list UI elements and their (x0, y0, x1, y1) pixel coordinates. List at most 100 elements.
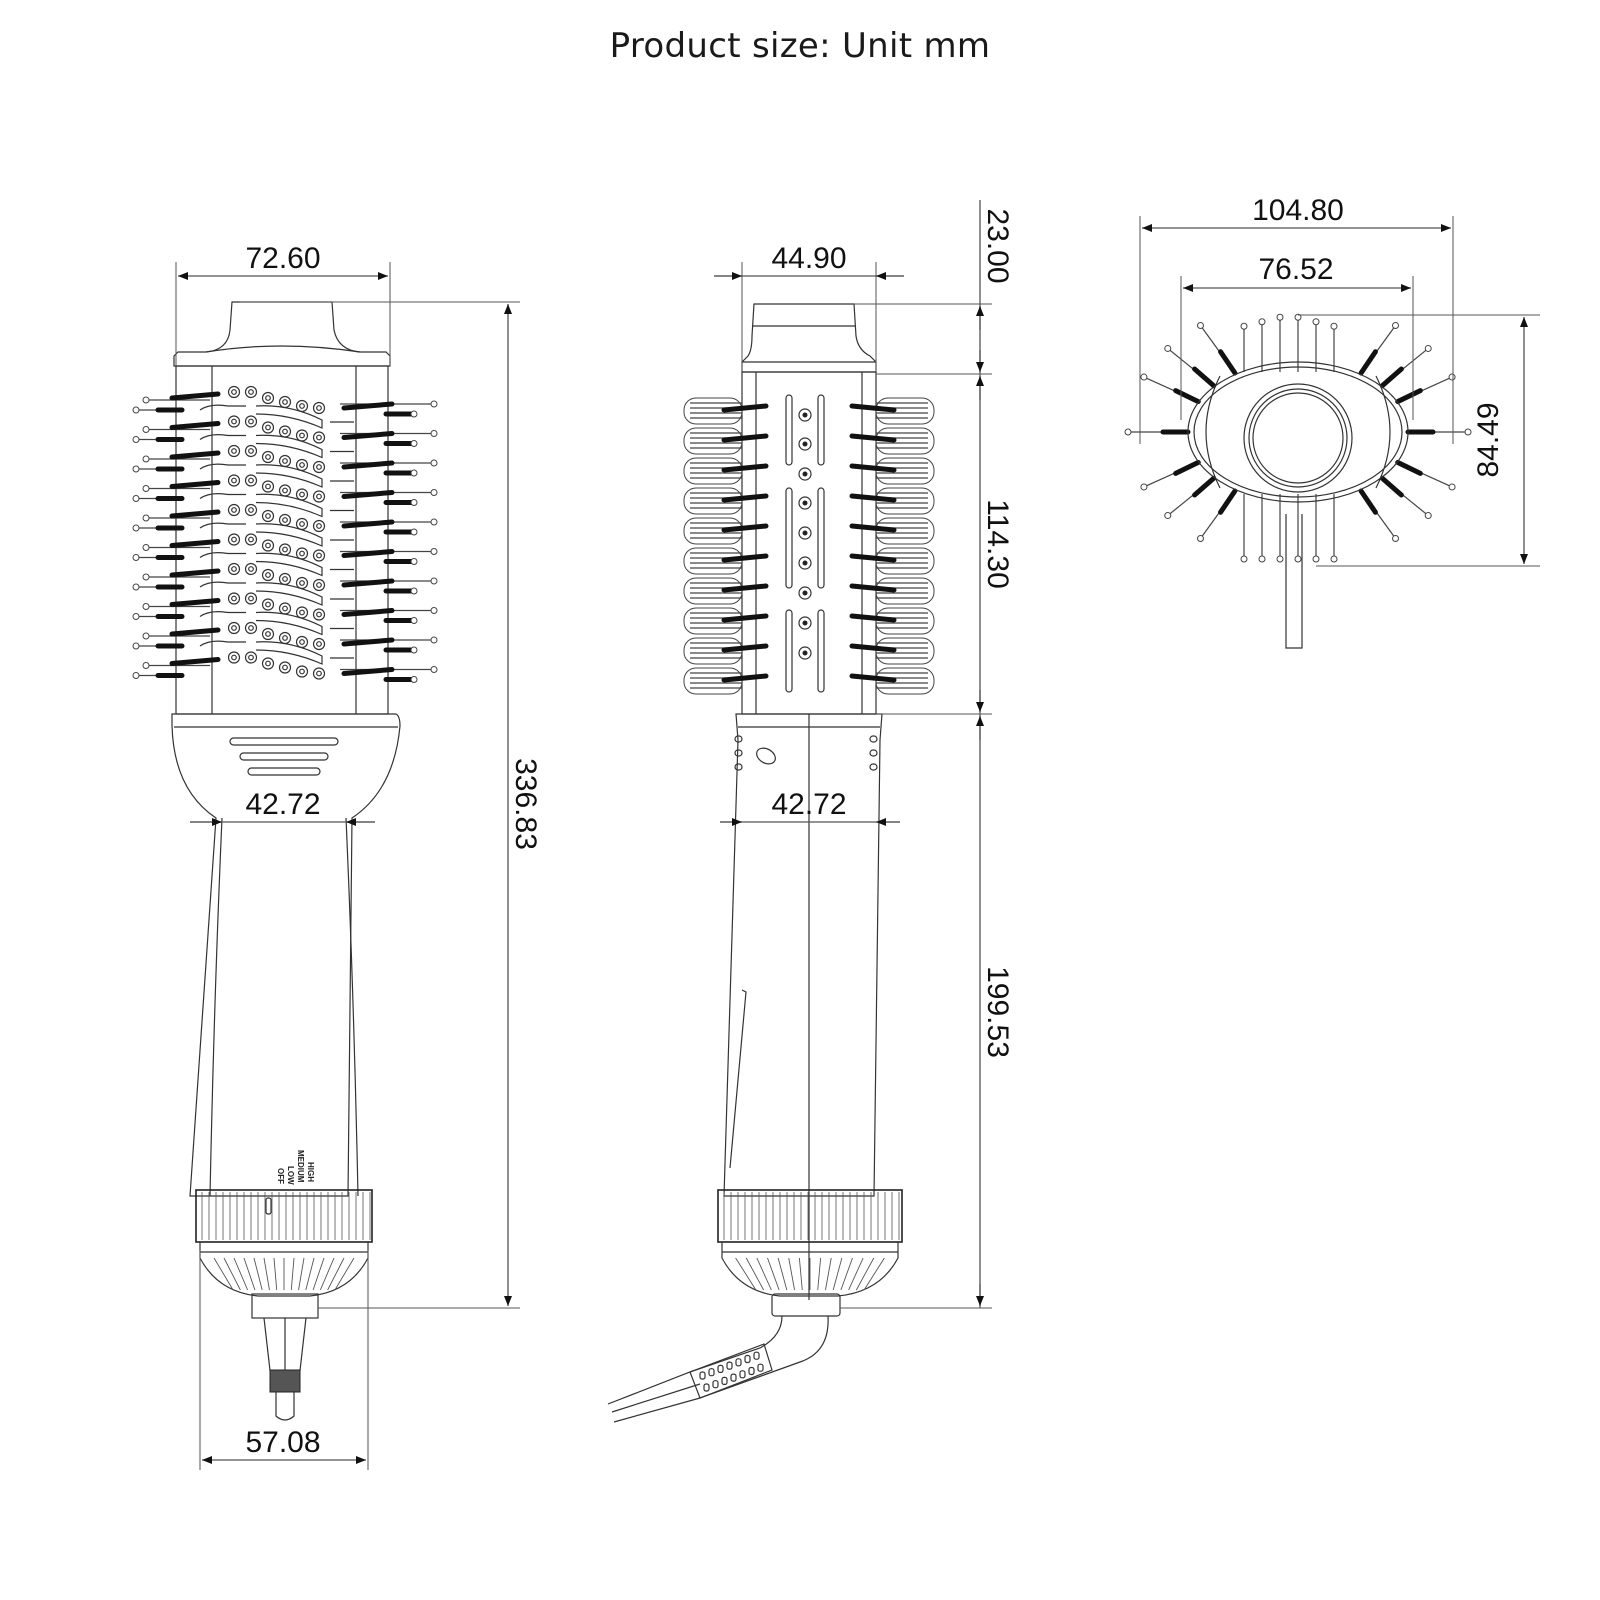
base-fin (817, 1257, 822, 1291)
vent-circle-inner (248, 595, 254, 602)
front-bristles (132, 391, 438, 683)
bristle-base (169, 539, 221, 548)
vent-circle (261, 480, 275, 493)
vent-circle (278, 395, 292, 409)
bristle-tip (142, 662, 150, 669)
bristle-base (169, 627, 221, 637)
base-fin (832, 1257, 843, 1291)
vent-circle (261, 509, 275, 523)
front-vent-pattern (199, 385, 354, 680)
dim-side-head-width: 44.90 (771, 242, 846, 275)
cord-vent-hole (730, 1373, 737, 1382)
vent-circle (227, 503, 241, 517)
vent-circle (278, 484, 292, 497)
vent-circle (244, 592, 258, 605)
top-pin-tip (1240, 555, 1248, 563)
bristle-base (721, 583, 769, 593)
side-barrel (741, 371, 877, 715)
cord-exit (251, 1293, 319, 1319)
bristle-tip (132, 465, 140, 473)
vent-slot (247, 767, 321, 776)
vent-circle (227, 562, 241, 576)
page-title: Product size: Unit mm (609, 26, 991, 66)
vent-circle-inner (248, 625, 254, 631)
side-vent-hole-center (802, 560, 808, 566)
front-base (199, 1241, 369, 1297)
vent-circle-inner (231, 536, 237, 543)
vent-circle-inner (231, 418, 237, 425)
side-dimensions: 44.90 42.72 23.00 114.30 199.53 (714, 200, 1014, 1309)
dim-top-outer-diameter: 104.80 (1252, 194, 1344, 227)
vent-circle-inner (248, 566, 254, 572)
vent-circle-inner (282, 399, 288, 405)
vent-circle-inner (316, 523, 322, 529)
side-slot (817, 487, 825, 589)
top-bristle-base (1395, 388, 1423, 405)
bristle-tip (430, 430, 438, 437)
base-fin (855, 1257, 875, 1291)
bristle-tip (132, 583, 140, 591)
bristle-tip (410, 676, 418, 683)
vent-circle (312, 549, 326, 562)
vent-circle-inner (299, 403, 305, 409)
vent-circle (312, 608, 326, 621)
vent-circle-inner (231, 566, 237, 572)
vent-circle (295, 635, 309, 649)
vent-circle (227, 385, 241, 399)
vent-circle (312, 431, 326, 444)
side-slot (785, 394, 793, 466)
bristle-base (721, 463, 769, 473)
vent-circle-inner (248, 654, 254, 661)
side-bristle-row (875, 397, 935, 425)
vent-circle (278, 513, 292, 527)
vent-circle (244, 621, 258, 635)
vent-circle-inner (248, 418, 254, 425)
bristle-base (341, 490, 395, 499)
side-view (607, 303, 935, 1423)
vent-circle (227, 592, 241, 605)
vent-circle (295, 458, 309, 472)
base-fin (735, 1257, 757, 1291)
vent-circle-inner (265, 483, 271, 490)
bristle-base (341, 431, 395, 440)
bristle-base (721, 643, 769, 653)
vent-circle (244, 503, 258, 517)
bristle-base (341, 608, 395, 617)
bristle-base (169, 598, 221, 607)
top-bristle-tip (1392, 322, 1400, 330)
bristle-base (169, 568, 221, 578)
dim-front-total-length: 336.83 (509, 758, 542, 850)
bristle-tip (410, 528, 418, 536)
side-vent-hole (798, 467, 812, 481)
vent-circle (227, 621, 241, 635)
top-bristle-tip (1448, 373, 1456, 381)
cord-vent-hole (708, 1368, 715, 1377)
vent-circle (261, 539, 275, 552)
side-bristle-row (875, 637, 935, 665)
bristle-base (341, 519, 395, 529)
bristle-tip (430, 548, 438, 555)
side-bristle-row (875, 457, 935, 485)
bristle-base (721, 613, 769, 623)
bristle-tip (430, 577, 438, 585)
vent-circle-inner (282, 458, 288, 464)
side-stud (734, 735, 743, 743)
bristle-tip (132, 672, 140, 679)
bristle-base (169, 509, 221, 519)
vent-circle (278, 661, 292, 674)
top-bristle-base (1192, 475, 1217, 498)
bristle-base (169, 391, 221, 401)
vent-circle (244, 651, 258, 664)
cord-vent-hole (699, 1371, 706, 1380)
vent-circle (227, 533, 241, 546)
top-pin-tip (1330, 322, 1338, 330)
dim-side-handle-length: 199.53 (981, 966, 1014, 1058)
vent-slot-wave (199, 434, 354, 459)
side-vent-hole-center (802, 530, 808, 536)
vent-circle (244, 474, 258, 487)
vent-slot-wave (199, 640, 354, 665)
vent-circle-inner (316, 493, 322, 500)
top-bristle-base (1358, 349, 1378, 376)
side-vent-hole (798, 496, 812, 510)
